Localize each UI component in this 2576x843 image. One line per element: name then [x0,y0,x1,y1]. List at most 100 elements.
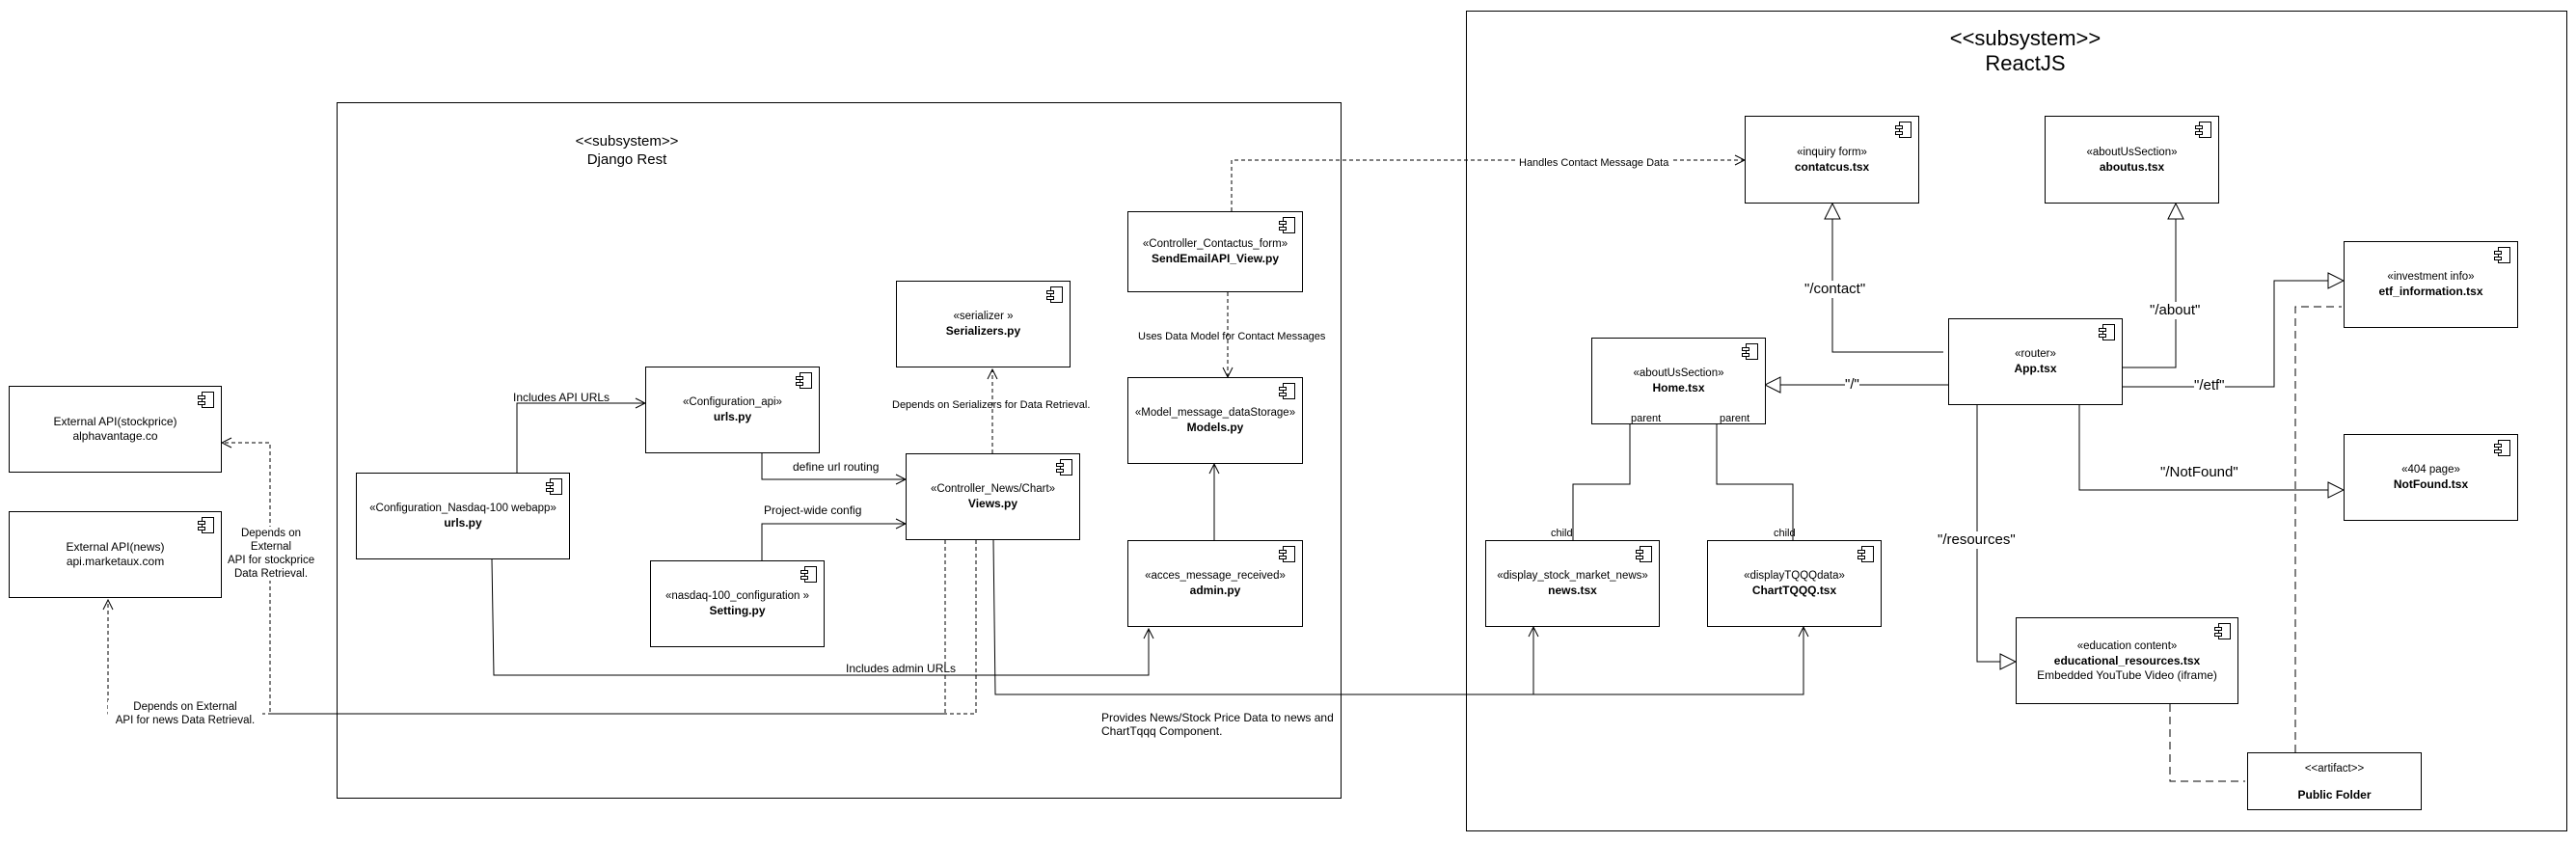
component-stereotype: «Configuration_Nasdaq-100 webapp» [369,503,556,514]
external-api-news: External API(news) api.marketaux.com [9,511,222,598]
component-home: «aboutUsSection» Home.tsx [1591,338,1766,424]
label-parent-2: parent [1720,413,1750,424]
component-views: «Controller_News/Chart» Views.py [906,453,1080,540]
component-stereotype: «Configuration_api» [683,396,782,408]
edge-public-to-education [2169,704,2245,782]
component-icon [2195,122,2211,138]
component-stereotype: «router» [2015,348,2056,360]
edge-define-url-routing [761,453,906,479]
component-icon [2494,440,2510,456]
component-stereotype: «investment info» [2387,271,2475,283]
django-stereotype: <<subsystem>> [575,133,679,150]
component-icon [796,372,812,389]
component-name: Serializers.py [945,324,1021,338]
component-stereotype: «serializer » [953,311,1014,322]
label-route-resources: "/resources" [1938,531,2016,549]
component-icon [1857,546,1874,562]
component-admin: «acces_message_received» admin.py [1127,540,1303,627]
component-contactus: «inquiry form» contatcus.tsx [1745,116,1919,204]
component-name: news.tsx [1548,584,1597,597]
label-route-about: "/about" [2150,302,2201,319]
component-name: Models.py [1186,421,1244,434]
label-line: Data Retrieval. [233,568,309,580]
component-stereotype: «Controller_News/Chart» [930,483,1056,495]
label-line: Provides News/Stock Price Data to news a… [1101,711,1334,724]
component-news: «display_stock_market_news» news.tsx [1485,540,1660,627]
component-icon [1279,383,1295,399]
label-includes-api-urls: Includes API URLs [513,391,610,404]
component-education: «education content» educational_resource… [2016,617,2238,704]
component-models: «Model_message_dataStorage» Models.py [1127,377,1303,464]
label-depends-stockprice: Depends on External API for stockprice D… [228,527,314,581]
component-icon [800,566,817,583]
component-icon [1046,286,1063,303]
component-chart: «displayTQQQdata» ChartTQQQ.tsx [1707,540,1882,627]
component-icon [198,392,214,408]
label-depends-serializers: Depends on Serializers for Data Retrieva… [892,399,1091,411]
label-route-etf: "/etf" [2194,377,2225,394]
artifact-public-folder: <<artifact>> Public Folder [2247,752,2422,810]
component-name: Home.tsx [1652,381,1705,394]
edge-public-to-etf [2294,306,2342,752]
edge-includes-admin-urls [491,558,1149,676]
label-line: API for news Data Retrieval. [115,715,256,726]
external-news-host: api.marketaux.com [66,555,165,568]
edge-parent-child-news [1572,424,1631,540]
component-stereotype: «Model_message_dataStorage» [1134,407,1296,419]
react-stereotype: <<subsystem>> [1949,26,2101,50]
react-subsystem-label: <<subsystem>> ReactJS [1890,26,2160,76]
label-line: ChartTqqq Component. [1101,724,1223,738]
component-urls-api: «Configuration_api» urls.py [645,367,820,453]
artifact-stereotype: <<artifact>> [2304,763,2365,775]
external-stockprice-title: External API(stockprice) [53,415,177,428]
component-stereotype: «nasdaq-100_configuration » [665,590,809,602]
component-icon [1279,217,1295,233]
label-define-url-routing: define url routing [793,460,880,474]
label-depends-news: Depends on External API for news Data Re… [108,700,262,727]
component-note: Embedded YouTube Video (iframe) [2037,667,2217,682]
component-app: «router» App.tsx [1948,318,2123,405]
component-name: educational_resources.tsx [2053,653,2201,667]
component-stereotype: «aboutUsSection» [2086,146,2178,158]
component-name: ChartTQQQ.tsx [1751,584,1837,597]
component-stereotype: «displayTQQQdata» [1744,570,1845,582]
component-etf: «investment info» etf_information.tsx [2344,241,2518,328]
label-child-1: child [1551,528,1573,539]
component-icon [1279,546,1295,562]
component-stereotype: «display_stock_market_news» [1497,570,1648,582]
component-name: urls.py [713,410,752,423]
component-stereotype: «404 page» [2401,464,2460,476]
component-stereotype: «education content» [2076,639,2178,652]
component-name: Views.py [967,497,1018,510]
component-aboutus: «aboutUsSection» aboutus.tsx [2045,116,2219,204]
component-sendemail: «Controller_Contactus_form» SendEmailAPI… [1127,211,1303,292]
react-name: ReactJS [1985,51,2066,75]
component-name: contatcus.tsx [1794,159,1870,174]
label-route-home: "/" [1845,376,1859,394]
label-line: Depends on External [133,701,237,713]
label-project-wide-config: Project-wide config [764,503,862,517]
django-subsystem-label: <<subsystem>> Django Rest [530,132,723,169]
edge-project-wide-config [761,524,906,560]
component-icon [2214,623,2231,639]
component-icon [1895,122,1912,138]
edge-route-about [2122,204,2176,368]
edge-route-etf [2122,281,2344,388]
edge-route-contact [1832,204,1943,353]
component-notfound: «404 page» NotFound.tsx [2344,434,2518,521]
external-api-stockprice: External API(stockprice) alphavantage.co [9,386,222,473]
component-serializers: «serializer » Serializers.py [896,281,1071,367]
component-name: admin.py [1189,584,1241,597]
component-stereotype: «Controller_Contactus_form» [1142,238,1288,250]
component-stereotype: «aboutUsSection» [1633,367,1724,379]
component-name: SendEmailAPI_View.py [1151,252,1280,265]
component-name: aboutus.tsx [2099,159,2165,174]
component-stereotype: «acces_message_received» [1145,570,1286,582]
label-route-notfound: "/NotFound" [2160,464,2238,481]
component-icon [198,517,214,533]
component-icon [2494,247,2510,263]
external-news-title: External API(news) [66,540,165,554]
component-name: Setting.py [709,604,766,617]
artifact-name: Public Folder [2297,788,2372,802]
